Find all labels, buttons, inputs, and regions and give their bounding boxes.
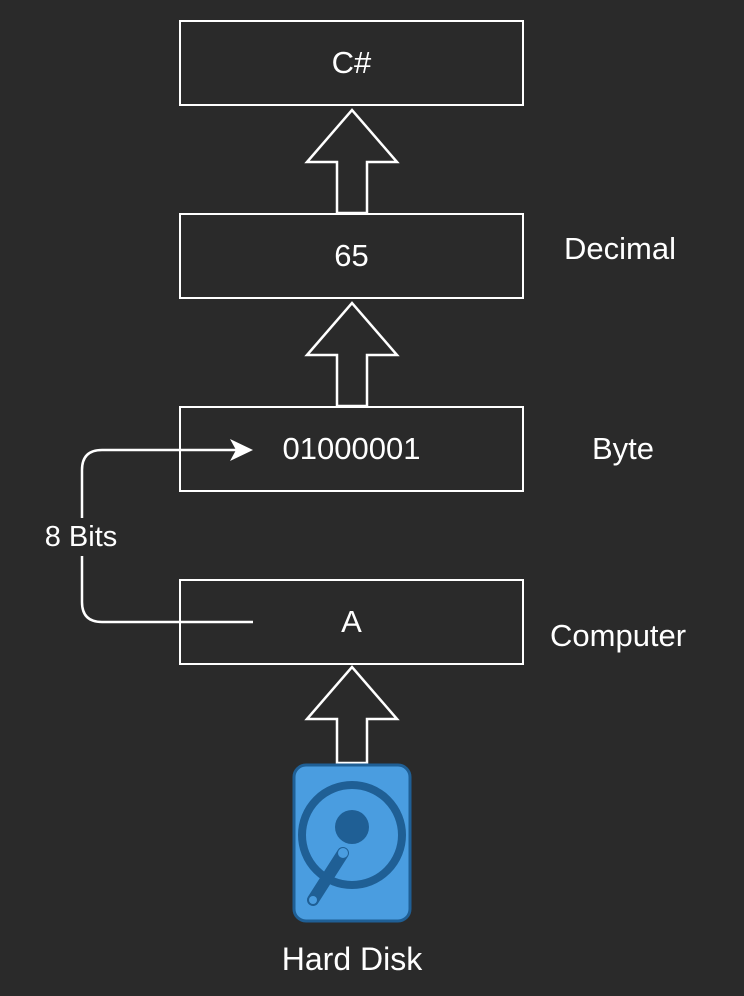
computer-box: A	[179, 579, 524, 665]
bits-label: 8 Bits	[36, 518, 126, 556]
up-arrow-icon	[304, 665, 400, 765]
hard-disk-icon	[292, 763, 412, 923]
csharp-box-text: C#	[331, 45, 372, 80]
byte-box: 01000001	[179, 406, 524, 492]
csharp-box: C#	[179, 20, 524, 106]
up-arrow-icon	[304, 108, 400, 215]
byte-label: Byte	[592, 431, 655, 466]
arrowhead-icon	[230, 439, 253, 461]
hard-disk-label: Hard Disk	[281, 941, 423, 977]
decimal-box-text: 65	[334, 238, 369, 273]
up-arrow-icon	[304, 301, 400, 408]
computer-box-text: A	[341, 604, 362, 639]
byte-box-text: 01000001	[282, 431, 421, 466]
decimal-label: Decimal	[564, 231, 676, 266]
decimal-box: 65	[179, 213, 524, 299]
computer-label: Computer	[550, 618, 687, 653]
